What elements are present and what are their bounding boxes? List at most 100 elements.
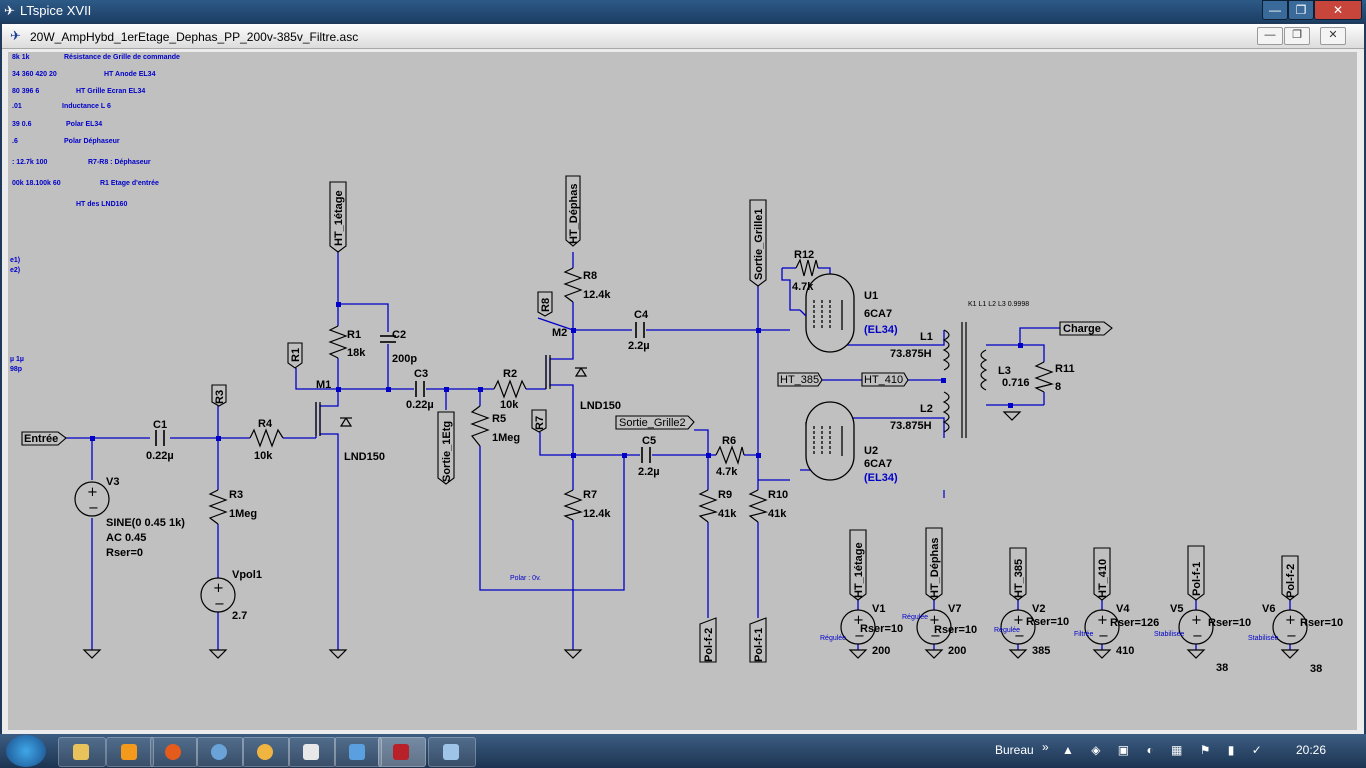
sortie-grille2-flag[interactable]: Sortie_Grille2 <box>619 417 686 429</box>
v5-symbol <box>1178 609 1214 645</box>
globe-icon <box>211 744 227 760</box>
c2-value: 200p <box>392 353 417 365</box>
l2-value: 73.875H <box>890 420 932 432</box>
mosfet-symbols <box>315 355 588 436</box>
v2-label-flag[interactable]: HT_385 <box>1013 559 1025 598</box>
firefox-icon <box>165 744 181 760</box>
r7-flag[interactable]: R7 <box>534 416 546 430</box>
svg-text:+: + <box>213 581 224 596</box>
v2-symbol <box>1000 609 1036 645</box>
entree-flag[interactable]: Entrée <box>24 433 58 445</box>
v1-label-flag[interactable]: HT_1étage <box>853 542 865 598</box>
m1-symbol <box>315 402 353 436</box>
start-button[interactable] <box>6 735 46 767</box>
ht410-flag[interactable]: HT_410 <box>864 374 903 386</box>
polar-note: Polar : 0v. <box>510 575 541 582</box>
sortie-1etg-flag[interactable]: Sortie_1Etg <box>441 421 453 482</box>
u2-model: 6CA7 <box>864 458 892 470</box>
r8-flag[interactable]: R8 <box>540 298 552 312</box>
v4-symbol <box>1084 609 1120 645</box>
v1-rser: Rser=10 <box>860 623 903 635</box>
v5-label-flag[interactable]: Pol-f-1 <box>1191 562 1203 596</box>
v5-note: Stabilisée <box>1154 631 1184 638</box>
r12-symbol <box>795 258 819 277</box>
v3-line1: SINE(0 0.45 1k) <box>106 517 185 529</box>
polf1-flag[interactable]: Pol-f-1 <box>753 628 765 662</box>
v7-label-flag[interactable]: HT_Déphas <box>929 537 941 598</box>
fragment-3: 98p <box>10 366 22 373</box>
app-minimize-button[interactable]: — <box>1262 0 1288 20</box>
note-6-label: R7-R8 : Déphaseur <box>88 159 151 166</box>
u2-alias: (EL34) <box>864 472 898 484</box>
r7-value: 12.4k <box>583 508 611 520</box>
junction-dots <box>90 302 1023 458</box>
taskbar-app5[interactable] <box>242 737 290 767</box>
gear-icon <box>257 744 273 760</box>
note-3-label: Inductance L 6 <box>62 103 111 110</box>
sortie-grille1-flag[interactable]: Sortie_Grille1 <box>753 208 765 280</box>
v6-note: Stabilisée <box>1248 635 1278 642</box>
app-maximize-button[interactable]: ❐ <box>1288 0 1314 20</box>
r5-value: 1Meg <box>492 432 520 444</box>
ht385-flag[interactable]: HT_385 <box>780 374 819 386</box>
app-icon: ✈ <box>4 3 15 18</box>
c4-value: 2.2µ <box>628 340 650 352</box>
r4-symbol <box>249 428 284 448</box>
r11-name: R11 <box>1055 363 1075 375</box>
taskbar-notepad[interactable] <box>428 737 476 767</box>
taskbar-app4[interactable] <box>196 737 244 767</box>
tray-clock[interactable]: 20:26 <box>1296 743 1327 757</box>
taskbar-app6[interactable] <box>288 737 336 767</box>
r1-symbol <box>328 325 348 359</box>
app-close-button[interactable]: ✕ <box>1314 0 1362 20</box>
vpol1-name: Vpol1 <box>232 569 262 581</box>
note-1-label: HT Anode EL34 <box>104 71 156 78</box>
v6-symbol <box>1272 609 1308 645</box>
r3-name: R3 <box>229 489 243 501</box>
doc-minimize-button[interactable]: — <box>1257 27 1283 45</box>
svg-text:−: − <box>88 501 99 516</box>
m1-name: M1 <box>316 379 331 391</box>
r3-flag[interactable]: R3 <box>214 390 226 404</box>
r1-value: 18k <box>347 347 366 359</box>
v4-label-flag[interactable]: HT_410 <box>1097 559 1109 598</box>
ht-1etage-flag[interactable]: HT_1étage <box>333 190 345 246</box>
m2-name: M2 <box>552 327 567 339</box>
schematic-icon: ✈ <box>10 28 21 43</box>
taskbar-explorer[interactable] <box>58 737 106 767</box>
charge-flag[interactable]: Charge <box>1063 323 1101 335</box>
v4-name: V4 <box>1116 603 1130 615</box>
r10-name: R10 <box>768 489 788 501</box>
r5-name: R5 <box>492 413 506 425</box>
schematic-filename: 20W_AmpHybd_1erEtage_Dephas_PP_200v-385v… <box>30 30 359 44</box>
v2-rser: Rser=10 <box>1026 616 1069 628</box>
tray-bureau[interactable]: Bureau <box>995 743 1034 757</box>
r9-symbol <box>698 489 719 523</box>
taskbar-app7[interactable] <box>334 737 382 767</box>
media-icon <box>121 744 137 760</box>
note-0-value: 8k 1k <box>12 54 30 61</box>
ht-dephas-flag[interactable]: HT_Déphas <box>568 183 580 244</box>
r1-flag[interactable]: R1 <box>290 348 302 362</box>
taskbar-ltspice[interactable] <box>378 737 426 767</box>
polf2-flag[interactable]: Pol-f-2 <box>703 628 715 662</box>
doc-close-button[interactable]: ✕ <box>1320 27 1346 45</box>
svg-text:+: + <box>1285 613 1296 628</box>
r11-symbol <box>1034 361 1055 393</box>
tray-chevrons[interactable]: » <box>1042 740 1049 754</box>
doc-restore-button[interactable]: ❐ <box>1284 27 1310 45</box>
r7-symbol <box>563 489 584 521</box>
taskbar-media-player[interactable] <box>106 737 154 767</box>
r11-value: 8 <box>1055 381 1061 393</box>
v4-note: Filtrée <box>1074 631 1094 638</box>
v6-label-flag[interactable]: Pol-f-2 <box>1285 564 1297 598</box>
svg-text:−: − <box>1192 629 1203 644</box>
r8-value: 12.4k <box>583 289 611 301</box>
c4-symbol <box>635 322 645 338</box>
note-7-label: R1 Etage d'entrée <box>100 180 159 187</box>
m2-symbol <box>545 355 588 389</box>
note-4-value: 39 0.6 <box>12 121 32 128</box>
taskbar-firefox[interactable] <box>150 737 198 767</box>
transformer-symbol <box>942 322 988 498</box>
